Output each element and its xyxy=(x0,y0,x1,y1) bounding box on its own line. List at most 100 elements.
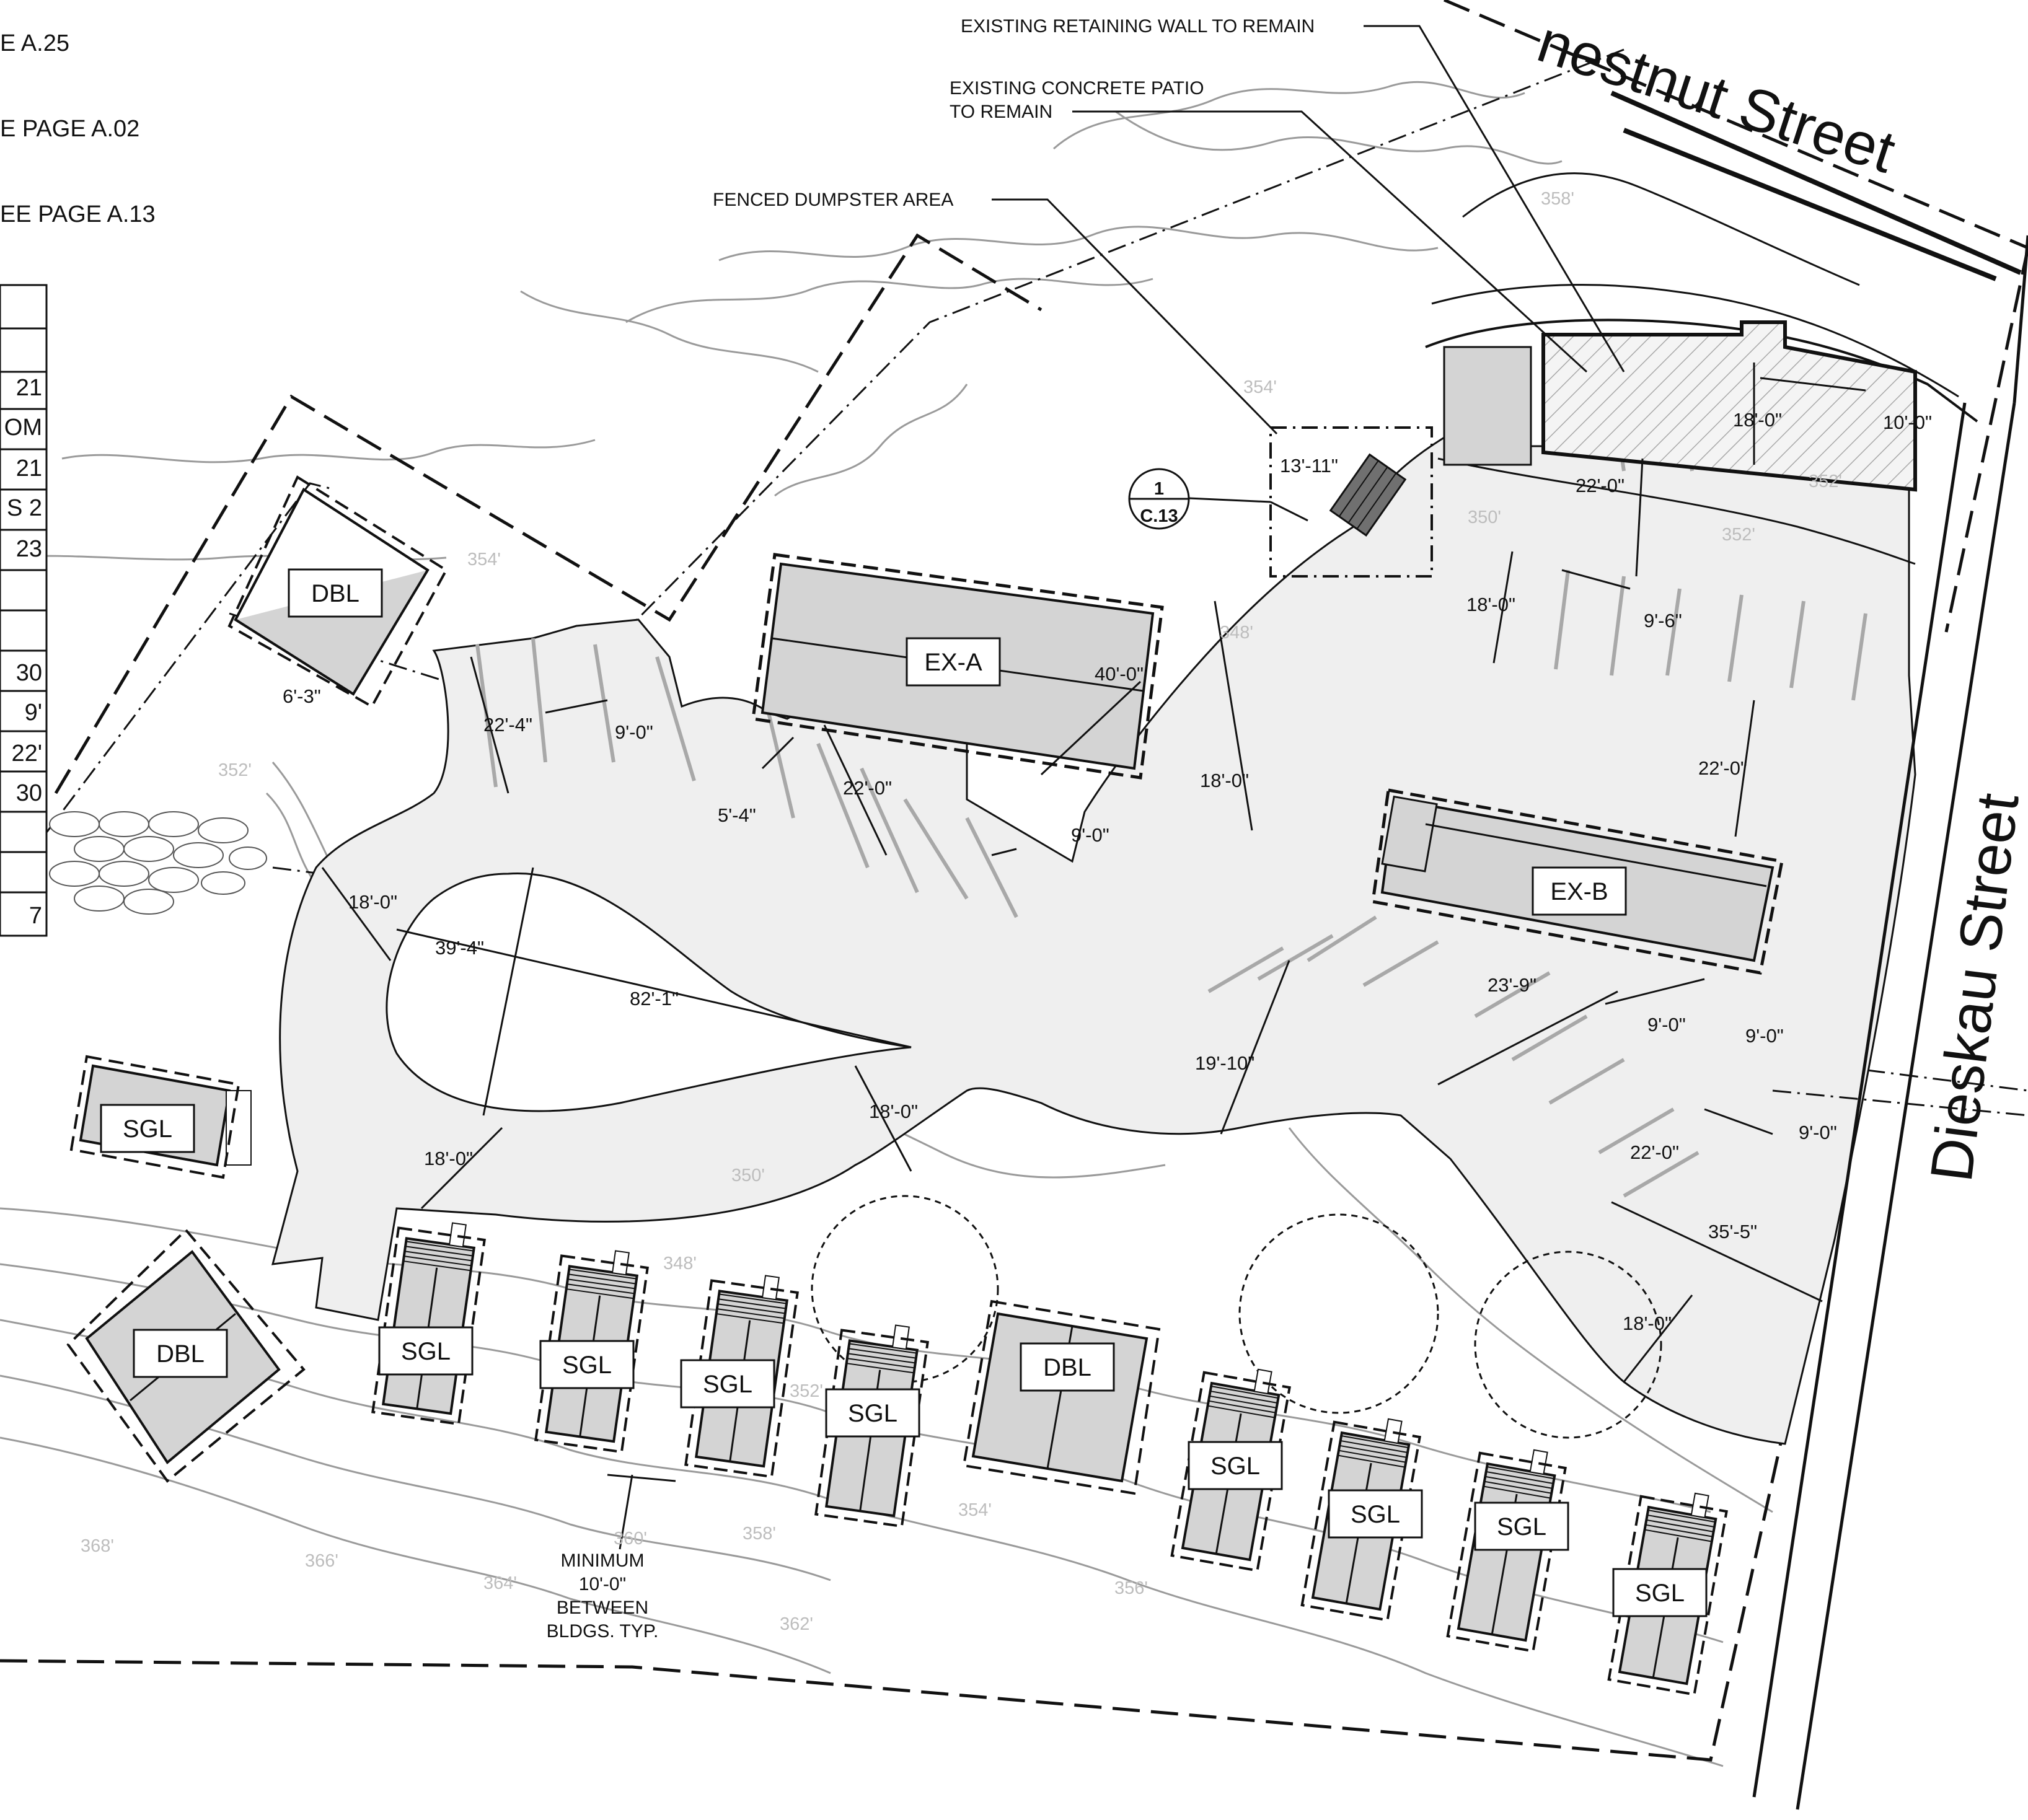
street-name-north: nestnut Street xyxy=(1530,8,1903,185)
street-centerline xyxy=(1772,1089,2028,1117)
callouts: EXISTING RETAINING WALL TO REMAIN EXISTI… xyxy=(547,16,1315,1642)
sheet-ref-2: E PAGE A.02 xyxy=(0,116,139,142)
contour-label: 352' xyxy=(218,760,252,780)
building-label-dbl-s: DBL xyxy=(1020,1342,1115,1392)
contour-label: 366' xyxy=(305,1551,338,1571)
table-cell: OM xyxy=(4,415,42,441)
contour-label: 360' xyxy=(614,1529,647,1549)
building-label-dbl-sw: DBL xyxy=(133,1329,228,1378)
dim-text: 18'-0" xyxy=(1200,770,1249,791)
building-label-text: SGL xyxy=(848,1400,897,1427)
table-cell: 23 xyxy=(16,536,42,562)
dimension-lines xyxy=(321,363,1866,1550)
sheet-ref-3: EE PAGE A.13 xyxy=(0,201,156,227)
detail-reference: 1 C.13 xyxy=(1128,468,1190,530)
callout-min-spacing: 10'-0" xyxy=(579,1574,626,1594)
building-label-sgl-2: SGL xyxy=(539,1340,635,1389)
callout-min-spacing: MINIMUM xyxy=(561,1550,645,1571)
stone-riprap xyxy=(49,811,267,915)
building-label-ex-a: EX-A xyxy=(906,637,1001,687)
building-label-text: SGL xyxy=(1497,1513,1546,1541)
dim-text: 18'-0" xyxy=(869,1101,918,1122)
building-label-sgl-8: SGL xyxy=(1612,1568,1708,1617)
dieskau-street-edge xyxy=(1752,235,2028,1810)
dim-text: 22'-0" xyxy=(843,777,892,799)
dim-text: 18'-0" xyxy=(348,891,397,913)
detail-sheet: C.13 xyxy=(1140,506,1178,526)
contour-label: 354' xyxy=(1243,377,1277,397)
dim-text: 13'-11" xyxy=(1280,455,1338,477)
building-label-text: SGL xyxy=(123,1115,172,1143)
building-label-text: SGL xyxy=(1635,1580,1685,1607)
contour-label: 348' xyxy=(1220,623,1253,643)
contour-labels: 358' 354' 352' 350' 352' 348' 354' 352' … xyxy=(81,189,1842,1634)
building-label-sgl-7: SGL xyxy=(1474,1501,1569,1551)
sheet-ref-1: E A.25 xyxy=(0,30,69,56)
contour-label: 352' xyxy=(1722,525,1755,545)
dim-text: 9'-0" xyxy=(1647,1014,1686,1035)
detail-number: 1 xyxy=(1154,479,1164,499)
contour-label: 348' xyxy=(663,1254,697,1273)
dumpster-enclosure xyxy=(1269,426,1433,578)
building-dbl-s xyxy=(962,1299,1161,1495)
dim-text: 10'-0" xyxy=(1883,411,1932,433)
dim-text: 23'-9" xyxy=(1488,974,1536,996)
building-label-sgl-4: SGL xyxy=(825,1388,920,1438)
contour-label: 358' xyxy=(1541,189,1574,209)
dim-text: 19'-10" xyxy=(1195,1052,1254,1074)
contour-label: 362' xyxy=(780,1614,813,1634)
dim-text: 35'-5" xyxy=(1708,1221,1757,1242)
dim-text: 82'-1" xyxy=(630,988,679,1009)
building-label-sgl-1: SGL xyxy=(378,1326,474,1376)
paved-drive xyxy=(271,395,1916,1445)
dim-text: 22'-0" xyxy=(1630,1141,1679,1163)
table-cell: 30 xyxy=(16,780,42,806)
dim-text: 40'-0" xyxy=(1095,663,1144,685)
callout-patio-line2: TO REMAIN xyxy=(950,102,1052,122)
dim-text: 9'-0" xyxy=(1071,824,1109,846)
contour-label: 358' xyxy=(743,1524,776,1544)
contour-label: 350' xyxy=(731,1166,765,1185)
dim-text: 18'-0" xyxy=(424,1148,473,1169)
building-label-ex-b: EX-B xyxy=(1532,866,1627,916)
table-cell: 30 xyxy=(16,660,42,686)
table-cell: 7 xyxy=(29,903,42,929)
dim-text: 9'-0" xyxy=(1745,1025,1784,1047)
contour-label: 368' xyxy=(81,1536,114,1556)
dim-text: 9'-6" xyxy=(1644,610,1682,631)
dim-text: 5'-4" xyxy=(718,804,756,826)
building-label-dbl-nw: DBL xyxy=(288,568,383,618)
table-values: 21 OM 21 S 2 23 30 9' 22' 30 7 xyxy=(4,375,42,929)
building-labels: DBL EX-A EX-B SGL DBL SGL SGL SGL SGL DBL SGL SGL SG… xyxy=(100,568,1708,1617)
building-label-text: SGL xyxy=(1351,1501,1400,1528)
leader-lines xyxy=(992,25,1625,435)
contour-label: 352' xyxy=(1809,472,1842,491)
schedule-table xyxy=(0,284,48,937)
building-label-text: DBL xyxy=(311,580,359,607)
callout-patio-line1: EXISTING CONCRETE PATIO xyxy=(950,78,1204,99)
building-label-text: EX-A xyxy=(924,649,982,676)
dim-text: 9'-0" xyxy=(615,721,653,743)
dim-text: 18'-0" xyxy=(1466,594,1515,615)
chestnut-street-edge xyxy=(1425,90,2022,565)
existing-patio xyxy=(1443,320,1917,492)
sheet-references: E A.25 E PAGE A.02 EE PAGE A.13 xyxy=(0,30,156,227)
contour-label: 352' xyxy=(790,1381,823,1401)
table-cell: S 2 xyxy=(7,495,42,521)
building-label-text: DBL xyxy=(1043,1354,1091,1381)
contour-label: 350' xyxy=(1468,508,1501,527)
building-label-text: DBL xyxy=(156,1340,205,1368)
dim-text: 39'-4" xyxy=(435,937,484,959)
dimension-texts: 13'-11" 18'-0" 10'-0" 22'-0" 18'-0" 9'-6… xyxy=(283,409,1932,1334)
table-cell: 21 xyxy=(16,375,42,401)
building-label-text: EX-B xyxy=(1550,878,1608,905)
building-label-sgl-5: SGL xyxy=(1188,1441,1283,1490)
building-label-text: SGL xyxy=(401,1338,451,1365)
property-boundary xyxy=(0,0,2028,1762)
dim-text: 22'-0" xyxy=(1576,475,1625,496)
dim-text: 6'-3" xyxy=(283,685,321,707)
table-cell: 21 xyxy=(16,455,42,481)
callout-min-spacing: BLDGS. TYP. xyxy=(547,1621,659,1642)
table-cell: 22' xyxy=(11,741,42,767)
